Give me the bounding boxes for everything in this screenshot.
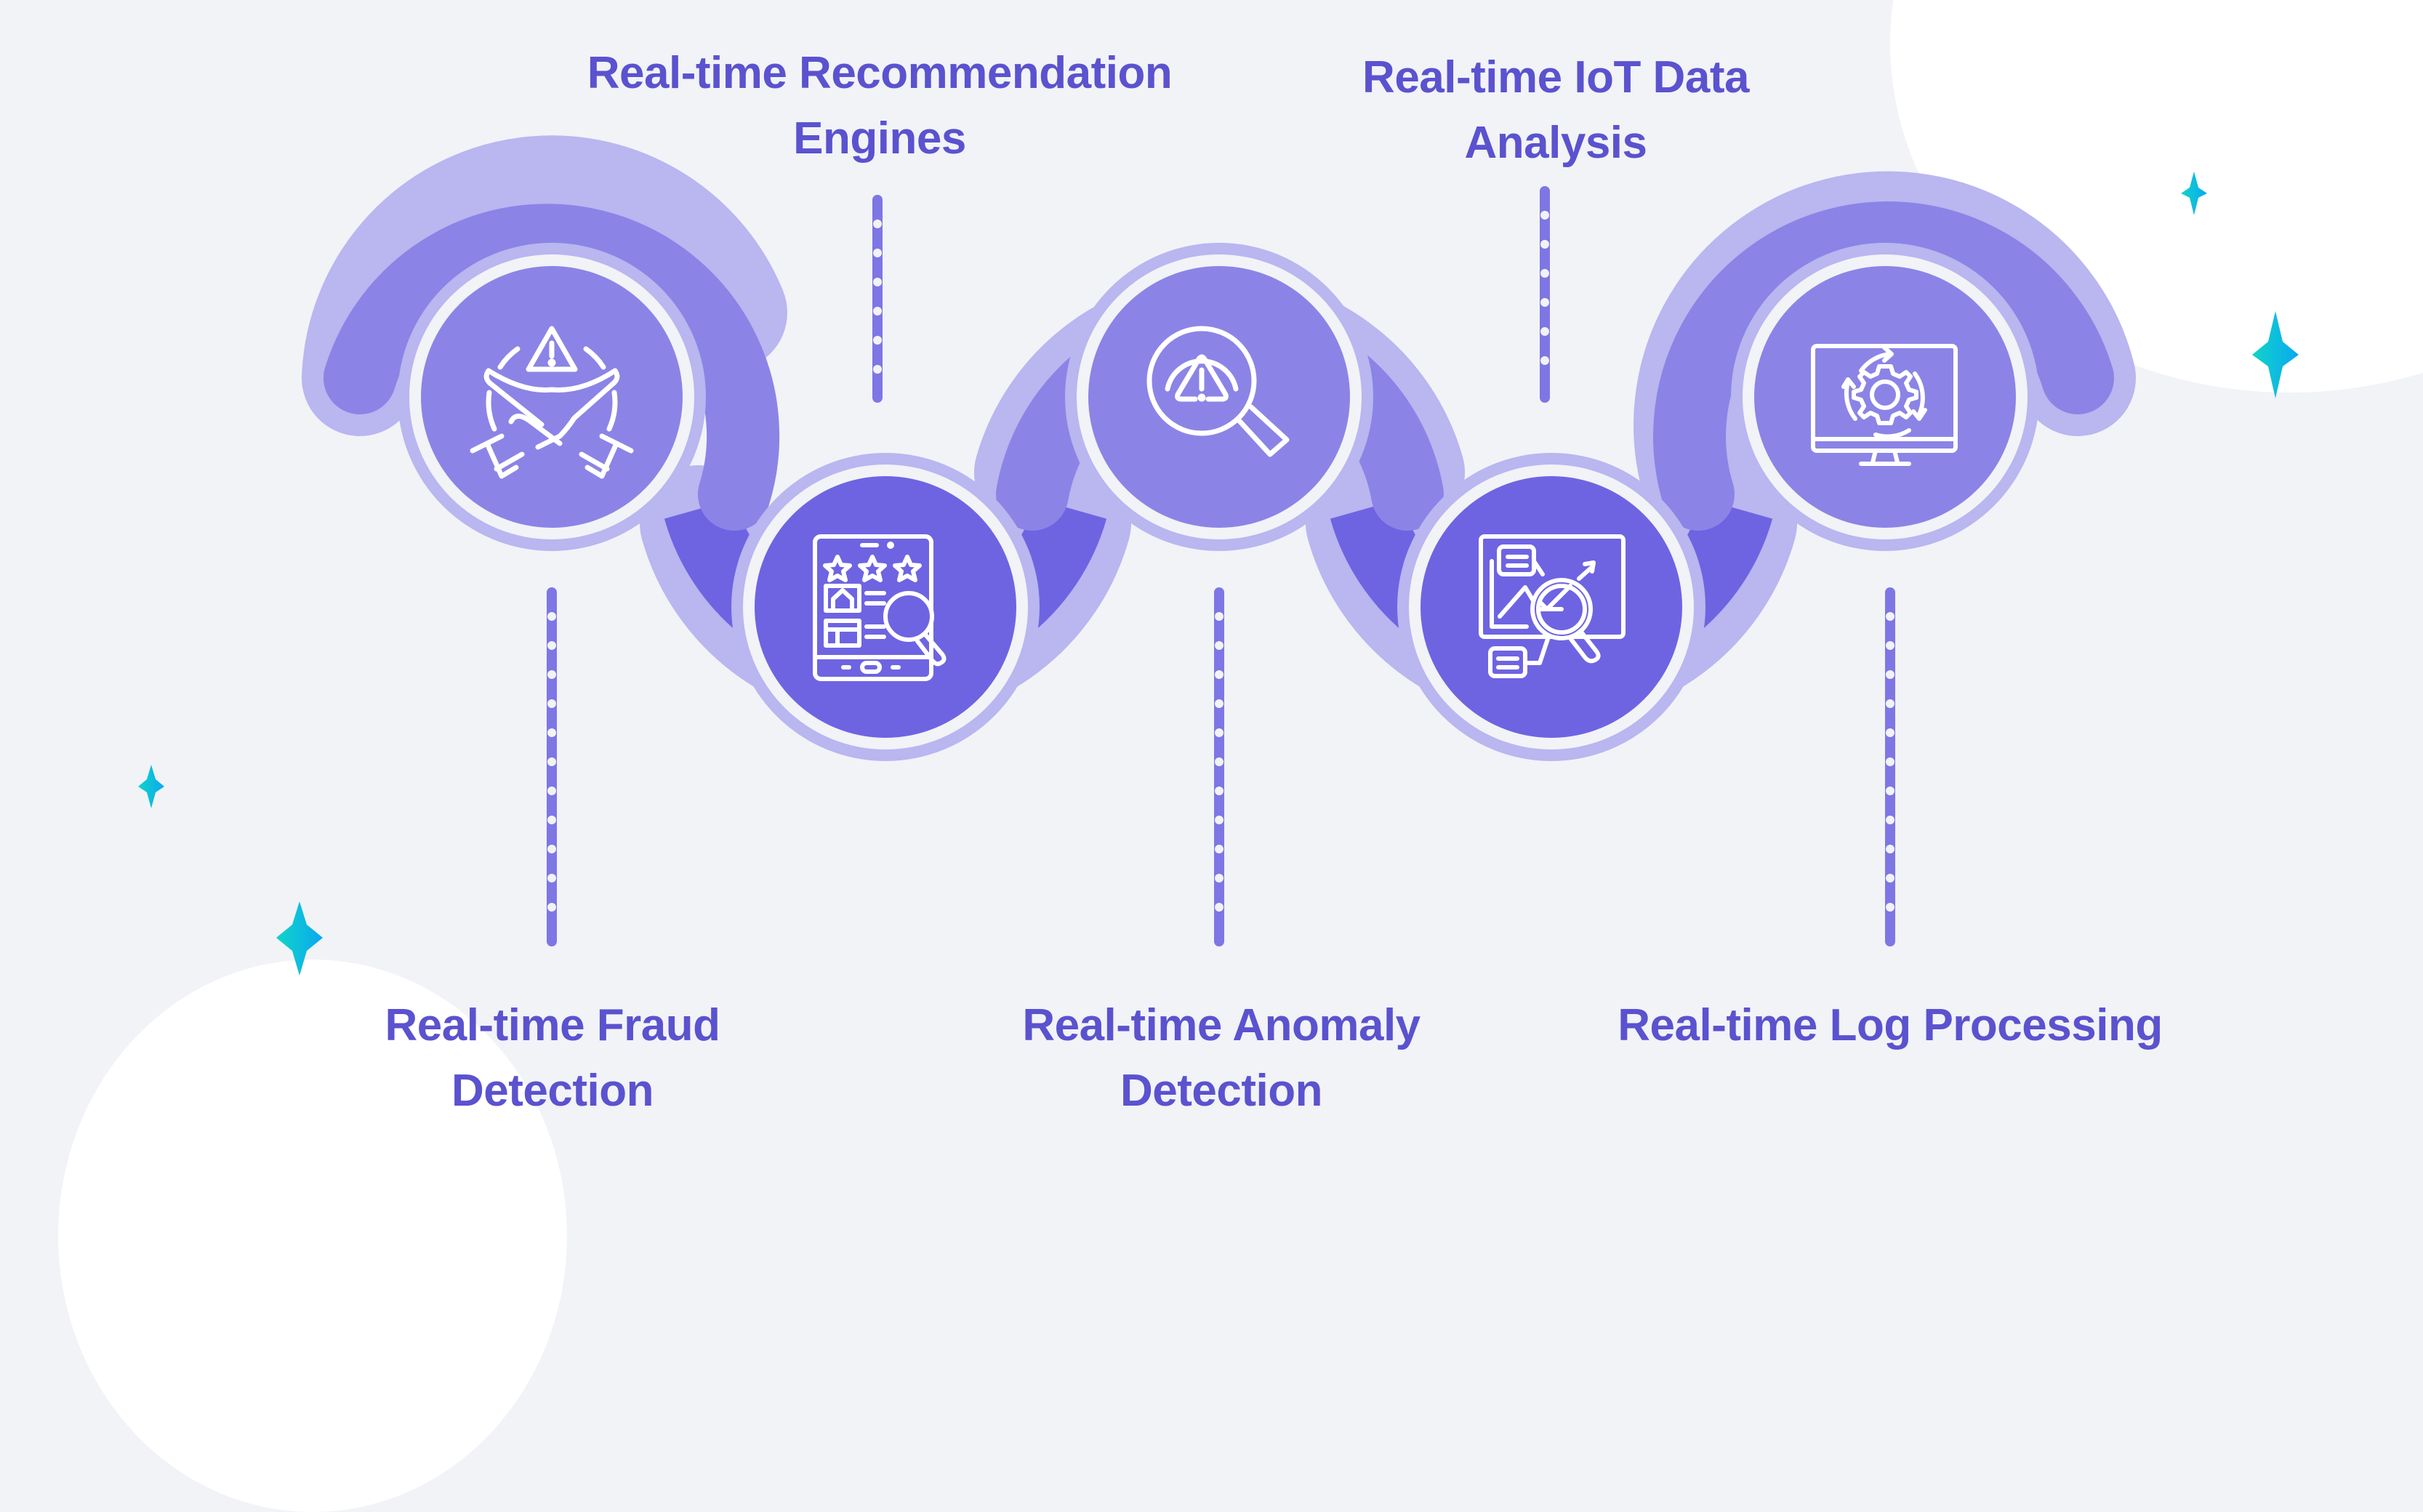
monitor-gear-sync-icon [1811,344,1958,466]
step-label-iot-line1: Real-time IoT Data [1362,52,1749,102]
fraud-warning-hands-icon [470,326,634,479]
step-label-recommendation-line1: Real-time Recommendation [587,48,1173,98]
step-label-fraud-line1: Real-time Fraud [385,1000,720,1050]
step-label-log-line1: Real-time Log Processing [1618,1000,2163,1050]
step-label-fraud: Real-time Fraud Detection [291,993,814,1124]
sparkle-icon [2181,172,2207,215]
sparkle-icon [276,901,323,976]
sparkle-decorations [138,172,2299,976]
magnifier-alert-icon [1146,326,1290,457]
tablet-rating-search-icon [813,534,947,681]
step-label-anomaly-line1: Real-time Anomaly [1022,1000,1421,1050]
connector-lines [547,186,1895,946]
step-label-iot: Real-time IoT Data Analysis [1265,45,1847,176]
sparkle-icon [138,765,164,808]
step-label-iot-line2: Analysis [1464,118,1647,168]
step-label-recommendation-line2: Engines [793,113,966,164]
wave-diagram [138,135,2299,976]
step-label-fraud-line2: Detection [451,1066,654,1116]
connector-recommendation [872,195,883,403]
sparkle-icon [2252,311,2299,398]
connector-iot [1540,186,1550,403]
step-label-log: Real-time Log Processing [1527,993,2254,1058]
step-label-anomaly-line2: Detection [1120,1066,1322,1116]
step-label-anomaly: Real-time Anomaly Detection [945,993,1498,1124]
step-label-recommendation: Real-time Recommendation Engines [509,41,1250,172]
connector-dots [547,211,1894,912]
chart-analysis-magnifier-icon [1479,534,1626,678]
